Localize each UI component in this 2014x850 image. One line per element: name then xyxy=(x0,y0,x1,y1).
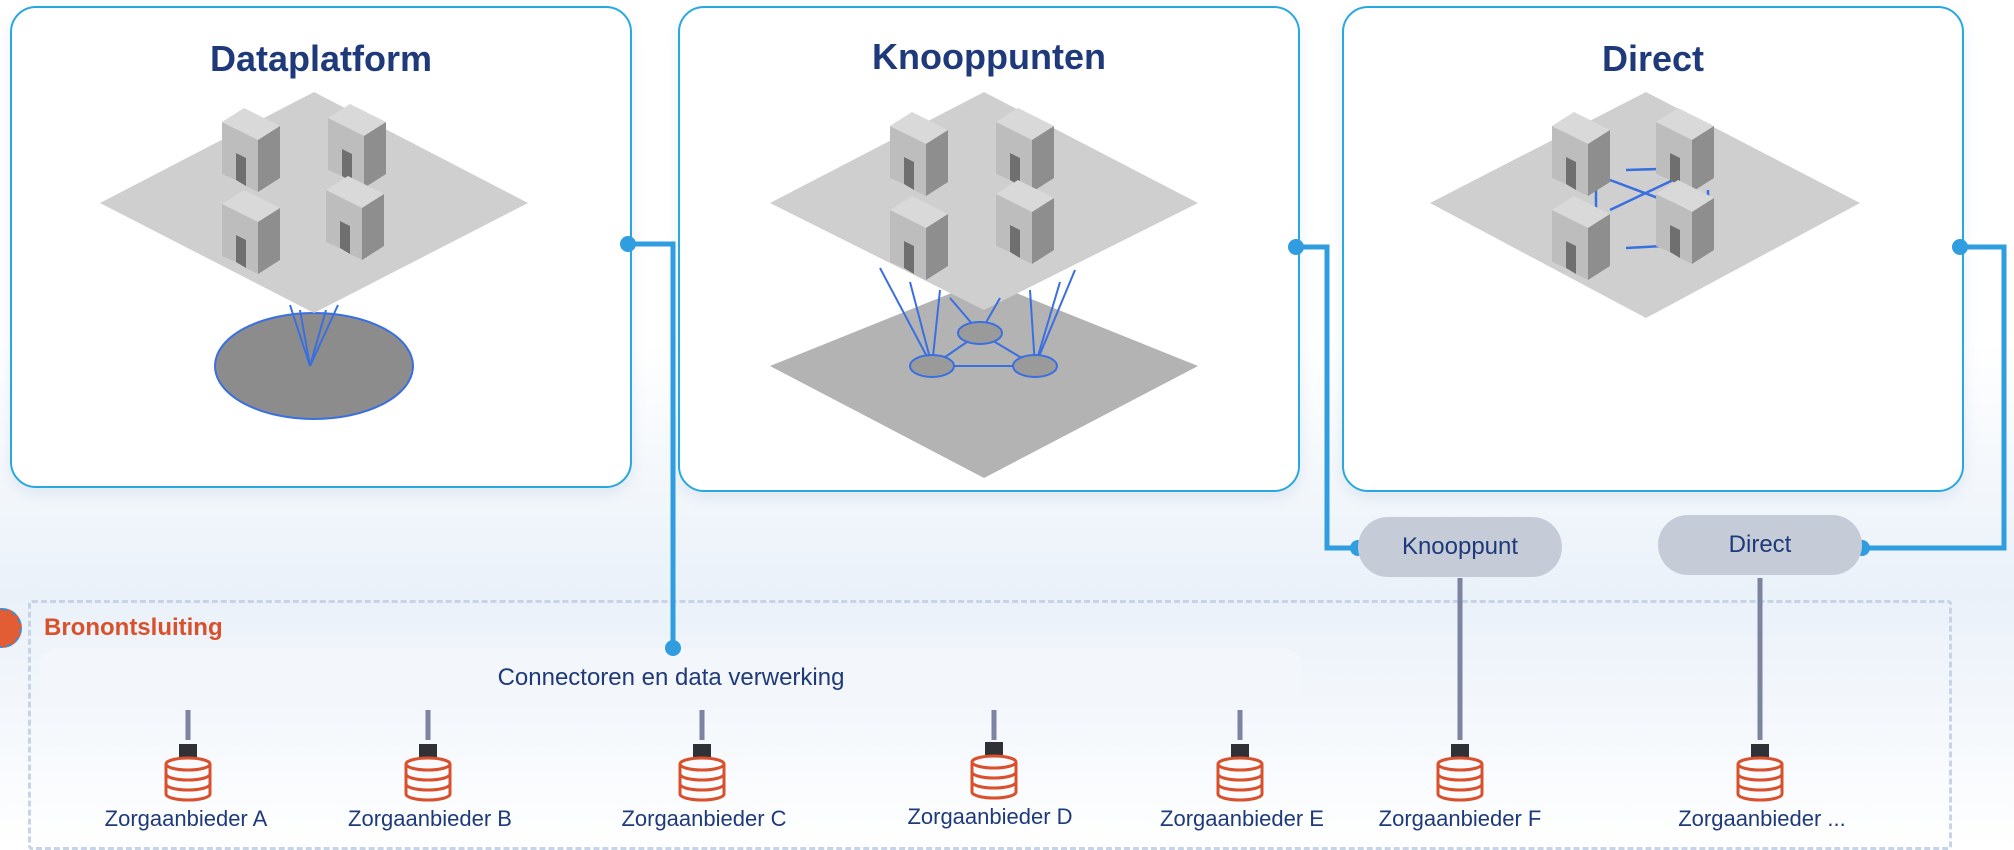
connectors-bar: Connectoren en data verwerking xyxy=(40,648,1302,708)
provider-label: Zorgaanbieder F xyxy=(1378,806,1542,831)
provider-label: Zorgaanbieder C xyxy=(621,806,787,831)
connectors-bar-label: Connectoren en data verwerking xyxy=(497,664,845,691)
knooppunten-illustration xyxy=(770,92,1198,478)
database-icon xyxy=(404,742,452,802)
provider-label: Zorgaanbieder A xyxy=(104,806,268,831)
connector-lines xyxy=(628,241,2007,648)
pill-direct: Direct xyxy=(1658,515,1862,575)
database-icon xyxy=(970,740,1018,800)
pill-direct-label: Direct xyxy=(1728,531,1792,558)
pill-knooppunt-label: Knooppunt xyxy=(1401,533,1519,560)
database-icon xyxy=(1736,742,1784,802)
panel-title-knooppunten: Knooppunten xyxy=(872,36,1106,77)
panel-title-dataplatform: Dataplatform xyxy=(209,38,433,79)
database-icon xyxy=(164,742,212,802)
dataplatform-illustration xyxy=(100,92,528,420)
provider-label: Zorgaanbieder E xyxy=(1160,806,1324,831)
provider-lines xyxy=(185,578,1763,740)
provider-label: Zorgaanbieder D xyxy=(907,804,1073,829)
zone-label: Bronontsluiting xyxy=(44,614,223,641)
panel-title-direct: Direct xyxy=(1601,38,1705,79)
pill-knooppunt: Knooppunt xyxy=(1358,517,1562,577)
provider-label: Zorgaanbieder ... xyxy=(1678,806,1846,831)
direct-illustration xyxy=(1430,92,1860,318)
database-icons xyxy=(164,740,1784,802)
database-icon xyxy=(1436,742,1484,802)
database-icon xyxy=(1216,742,1264,802)
provider-label: Zorgaanbieder B xyxy=(348,806,512,831)
database-icon xyxy=(678,742,726,802)
